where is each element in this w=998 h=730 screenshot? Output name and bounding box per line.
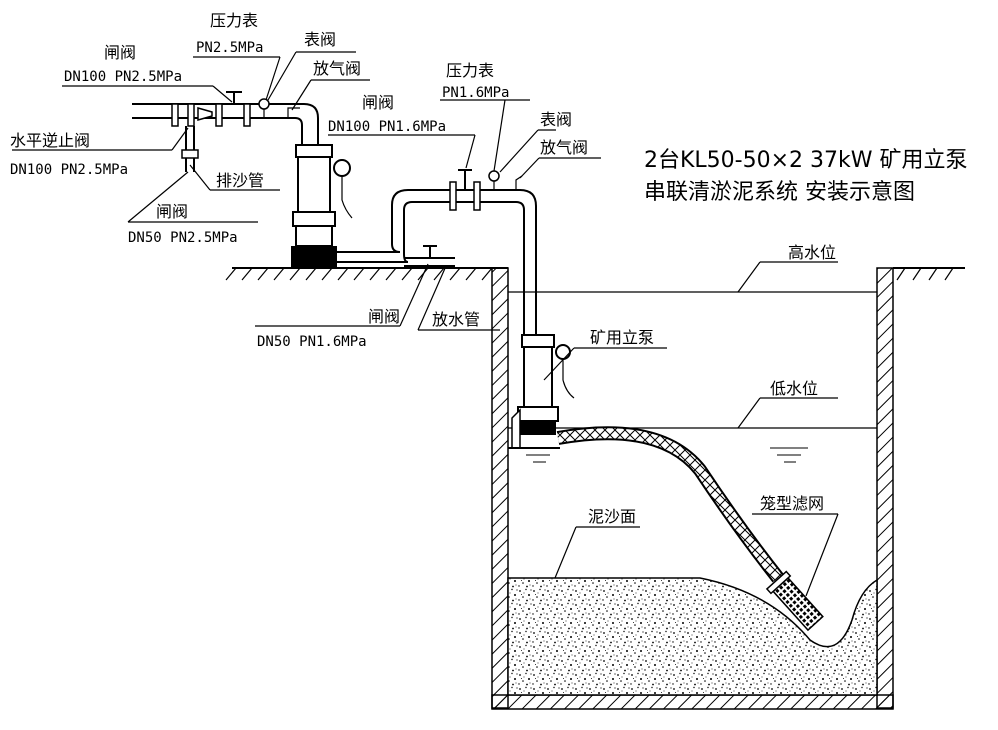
label-air-valve-2: 放气阀	[540, 138, 588, 157]
leader-lines	[12, 51, 839, 597]
label-gate-valve-small-1: 闸阀	[156, 202, 188, 221]
ground-left	[225, 267, 508, 281]
label-drain-pipe: 放水管	[432, 310, 480, 329]
label-gate-valve-2-spec: DN100 PN1.6MPa	[328, 119, 446, 135]
label-check-valve-spec: DN100 PN2.5MPa	[10, 162, 128, 178]
label-mine-pump: 矿用立泵	[590, 328, 654, 347]
suction-hose	[556, 426, 784, 583]
sump-walls	[491, 267, 965, 710]
sludge-bed	[507, 577, 878, 696]
label-sand-pipe: 排沙管	[216, 171, 264, 190]
label-high-water: 高水位	[788, 243, 836, 262]
label-gate-valve-2: 闸阀	[362, 93, 394, 112]
water-levels	[508, 291, 877, 463]
label-gauge-valve-1: 表阀	[304, 30, 336, 49]
label-gate-valve-1-spec: DN100 PN2.5MPa	[64, 69, 182, 85]
label-gate-valve-1: 闸阀	[104, 43, 136, 62]
series-connection-pipe	[335, 169, 537, 335]
label-low-water: 低水位	[770, 379, 818, 398]
label-air-valve-1: 放气阀	[313, 59, 361, 78]
label-gate-valve-small-2-spec: DN50 PN1.6MPa	[257, 334, 367, 350]
label-pressure-gauge-2-spec: PN1.6MPa	[442, 85, 509, 101]
label-check-valve: 水平逆止阀	[10, 131, 90, 150]
label-gauge-valve-2: 表阀	[540, 110, 572, 129]
label-pressure-gauge-1-spec: PN2.5MPa	[196, 40, 263, 56]
label-gate-valve-small-1-spec: DN50 PN2.5MPa	[128, 230, 238, 246]
diagram-title-line2: 串联清淤泥系统 安装示意图	[644, 180, 915, 205]
label-cage-filter: 笼型滤网	[760, 494, 824, 513]
cage-filter	[765, 570, 824, 632]
label-sludge-surface: 泥沙面	[588, 507, 636, 526]
label-gate-valve-small-2: 闸阀	[368, 307, 400, 326]
label-pressure-gauge-1: 压力表	[210, 11, 258, 30]
label-pressure-gauge-2: 压力表	[446, 61, 494, 80]
sump-pump	[508, 334, 575, 449]
surface-pump	[291, 144, 353, 268]
diagram-title-line1: 2台KL50-50×2 37kW 矿用立泵	[644, 148, 968, 173]
surface-discharge-pipe	[132, 91, 319, 172]
